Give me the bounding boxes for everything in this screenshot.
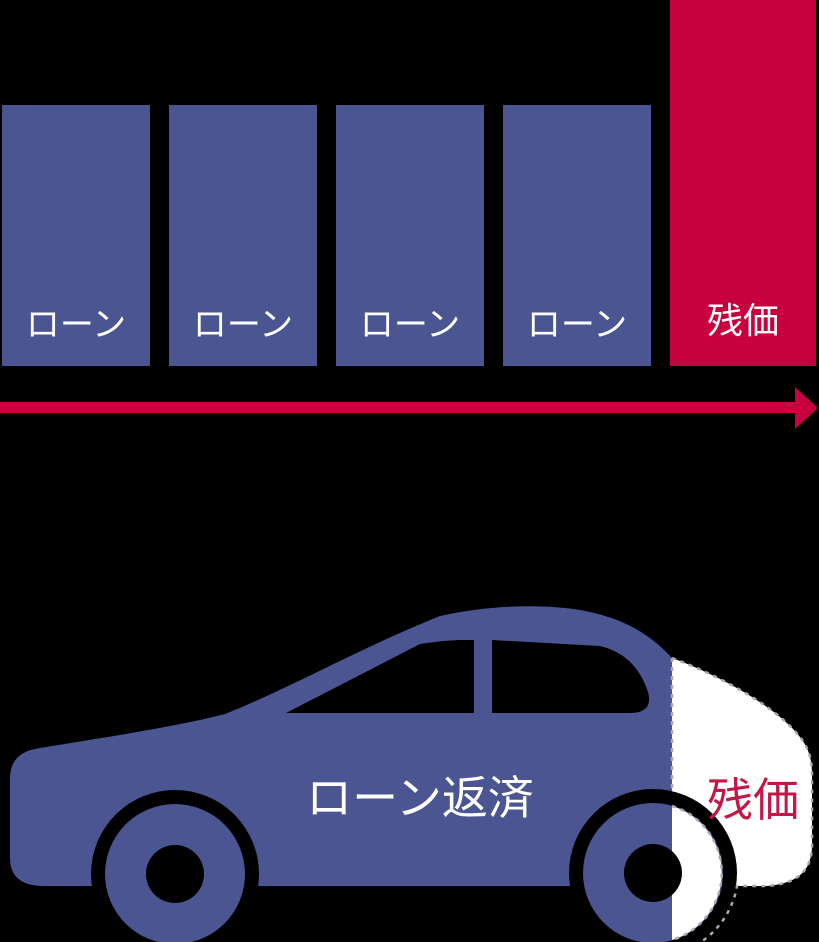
loan-bar bbox=[503, 105, 651, 366]
rear-wheel bbox=[569, 789, 737, 942]
arrow-shaft bbox=[0, 402, 796, 413]
rear-quarter-window bbox=[492, 640, 650, 713]
loan-bar bbox=[336, 105, 484, 366]
residual-bar bbox=[670, 0, 816, 366]
loan-bar-chart: ローン ローン ローン ローン 残価 bbox=[2, 0, 816, 366]
loan-bar bbox=[2, 105, 150, 366]
front-wheel bbox=[91, 790, 259, 942]
loan-bar-label: ローン bbox=[193, 307, 293, 344]
rear-hub bbox=[624, 844, 682, 902]
loan-bar bbox=[169, 105, 317, 366]
car-illustration: ローン返済 残価 bbox=[10, 606, 814, 942]
loan-bar-label: ローン bbox=[527, 307, 627, 344]
front-window bbox=[286, 640, 474, 713]
arrow-head bbox=[795, 387, 818, 429]
residual-rim-dashed-arc bbox=[671, 804, 723, 942]
loan-repayment-label: ローン返済 bbox=[306, 773, 534, 824]
rear-rim-residual-half bbox=[672, 806, 722, 940]
loan-bar-label: ローン bbox=[360, 307, 460, 344]
timeline-arrow-icon bbox=[0, 387, 818, 429]
residual-bar-label: 残価 bbox=[707, 301, 779, 341]
front-hub bbox=[146, 845, 204, 903]
loan-bar-label: ローン bbox=[26, 307, 126, 344]
car-residual-label: 残価 bbox=[707, 775, 799, 826]
